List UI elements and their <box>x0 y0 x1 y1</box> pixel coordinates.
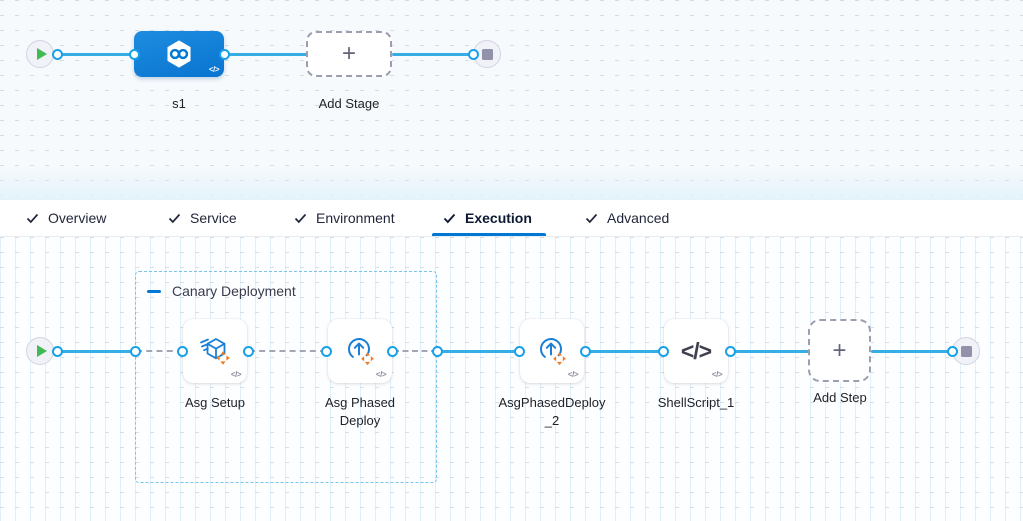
asg-setup-icon <box>200 338 230 365</box>
edge-dashed <box>136 350 183 352</box>
stage-card-s1[interactable]: </> <box>134 31 224 77</box>
stage-config-tabs: Overview Service Environment Execution A… <box>0 200 1023 237</box>
check-icon <box>26 213 39 223</box>
connector-port[interactable] <box>657 345 669 357</box>
connector-port[interactable] <box>579 345 591 357</box>
connector-port[interactable] <box>128 48 140 60</box>
add-stage-label: Add Stage <box>318 96 380 111</box>
connector-port[interactable] <box>51 345 63 357</box>
tab-execution[interactable]: Execution <box>443 200 532 236</box>
asg-phased-deploy-icon <box>348 338 374 366</box>
stage-label: s1 <box>172 96 186 111</box>
step-group-label: Canary Deployment <box>172 283 296 299</box>
edge-dashed <box>249 350 326 352</box>
step-label: ShellScript_1 <box>657 395 735 410</box>
connector-port[interactable] <box>431 345 443 357</box>
tab-label: Overview <box>48 210 107 226</box>
step-group-canary-deployment <box>135 271 437 483</box>
edge <box>392 52 474 56</box>
code-badge-icon: </> <box>208 65 220 74</box>
execution-canvas: Canary Deployment <box>0 237 1023 521</box>
step-label: Asg Setup <box>185 395 245 410</box>
tab-label: Execution <box>465 210 532 226</box>
stop-icon <box>481 48 493 60</box>
connector-port[interactable] <box>242 345 254 357</box>
scale-arrows-icon <box>216 351 230 365</box>
step-card-shellscript-1[interactable]: </> </> <box>664 319 728 383</box>
tab-service[interactable]: Service <box>168 200 237 236</box>
code-badge-icon: </> <box>230 370 242 379</box>
play-icon <box>36 345 47 357</box>
edge <box>871 349 953 353</box>
plus-icon: + <box>341 40 356 67</box>
check-icon <box>443 213 456 223</box>
step-card-asg-setup[interactable]: </> <box>183 319 247 383</box>
tab-label: Service <box>190 210 237 226</box>
tab-label: Environment <box>316 210 395 226</box>
connector-port[interactable] <box>386 345 398 357</box>
shell-script-icon: </> <box>680 337 712 364</box>
code-badge-icon: </> <box>711 370 723 379</box>
edge-dashed <box>393 350 437 352</box>
edge <box>57 349 136 353</box>
pipeline-start-node <box>26 40 54 68</box>
code-badge-icon: </> <box>567 370 579 379</box>
edge <box>585 349 663 353</box>
connector-port[interactable] <box>946 345 958 357</box>
add-step-label: Add Step <box>813 390 867 405</box>
execution-start-node <box>26 337 54 365</box>
check-icon <box>294 213 307 223</box>
check-icon <box>168 213 181 223</box>
edge <box>730 349 809 353</box>
tab-label: Advanced <box>607 210 670 226</box>
plus-icon: + <box>832 336 847 364</box>
add-step-button[interactable]: + <box>808 319 871 382</box>
code-badge-icon: </> <box>375 370 387 379</box>
tab-overview[interactable]: Overview <box>26 200 106 236</box>
add-stage-button[interactable]: + <box>306 31 392 77</box>
step-group-header: Canary Deployment <box>147 283 296 299</box>
connector-port[interactable] <box>176 345 188 357</box>
collapse-group-icon[interactable] <box>147 289 161 293</box>
connector-port[interactable] <box>320 345 332 357</box>
scale-arrows-icon <box>361 352 374 366</box>
edge <box>437 349 520 353</box>
connector-port[interactable] <box>467 48 479 60</box>
connector-port[interactable] <box>51 48 63 60</box>
step-card-asg-phased-deploy[interactable]: </> <box>328 319 392 383</box>
scale-arrows-icon <box>553 352 566 366</box>
stop-icon <box>960 345 972 357</box>
connector-port[interactable] <box>218 48 230 60</box>
connector-port[interactable] <box>513 345 525 357</box>
stage-canvas: </> + s1 Add Stage <box>0 0 1023 200</box>
play-icon <box>36 48 47 60</box>
connector-port[interactable] <box>129 345 141 357</box>
step-card-asg-phased-deploy-2[interactable]: </> <box>520 319 584 383</box>
tab-environment[interactable]: Environment <box>294 200 395 236</box>
connector-port[interactable] <box>724 345 736 357</box>
edge <box>57 52 135 56</box>
asg-phased-deploy-icon <box>540 338 566 366</box>
check-icon <box>585 213 598 223</box>
harness-deploy-stage-icon <box>167 40 191 68</box>
tab-advanced[interactable]: Advanced <box>585 200 669 236</box>
step-label: Asg Phased Deploy <box>324 395 396 428</box>
edge <box>224 52 307 56</box>
step-label: AsgPhasedDeploy_2 <box>498 395 606 428</box>
active-tab-underline <box>432 233 546 236</box>
